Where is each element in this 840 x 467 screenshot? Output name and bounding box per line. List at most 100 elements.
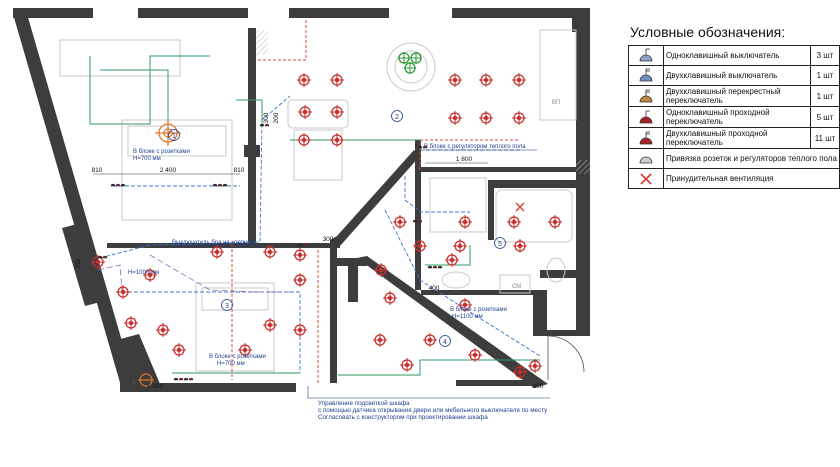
wiring-green	[89, 55, 540, 376]
room-number: 4	[443, 339, 447, 346]
dimension-label: 1 800	[456, 156, 473, 163]
pendant-light-icon	[404, 62, 416, 74]
legend-title: Условные обозначения:	[630, 24, 786, 40]
ceiling-light-icon	[297, 73, 311, 87]
wiring-purple	[97, 254, 290, 293]
switch-symbol	[178, 377, 184, 381]
switch-symbol	[437, 265, 443, 269]
note-line: Управление подсветкой шкафа	[318, 399, 410, 407]
two-key-pass-switch-icon	[628, 127, 664, 149]
ceiling-light-icon	[423, 333, 437, 347]
switch-symbol	[120, 183, 126, 187]
switch-symbol	[222, 183, 228, 187]
annotation: В блоке с розетками	[133, 149, 190, 155]
ceiling-light-icon	[143, 268, 157, 282]
switch-symbol	[183, 377, 189, 381]
ceiling-light-icon	[468, 348, 482, 362]
two-key-switch-icon	[628, 65, 664, 86]
ceiling-light-icon	[453, 239, 467, 253]
ceiling-light-icon	[458, 298, 472, 312]
ventilation-cross-icon	[515, 202, 525, 212]
socket-binding-icon	[628, 148, 664, 169]
ceiling-light-icon	[330, 133, 344, 147]
shaft-hatch	[256, 30, 268, 55]
switch-symbol	[102, 255, 108, 259]
ceiling-light-icon	[507, 215, 521, 229]
ceiling-light-icon	[448, 73, 462, 87]
switch-symbol	[217, 183, 223, 187]
ceiling-light-icon	[383, 291, 397, 305]
one-key-switch-icon	[628, 45, 664, 66]
dimension-label: 810	[234, 167, 245, 174]
dimension-labels: 810 2 400 810 1 800 400 1 100 200 300 30…	[75, 112, 544, 390]
furniture	[59, 29, 577, 372]
ceiling-light-icon	[263, 318, 277, 332]
ceiling-light-icon	[512, 73, 526, 87]
switch-symbol	[173, 377, 179, 381]
dimension-label: 400	[429, 285, 440, 292]
room-number: 2	[395, 114, 399, 121]
legend-row: Принудительная вентиляция	[628, 168, 840, 189]
room-numbers	[168, 110, 506, 347]
dimension-label: 1 100	[147, 383, 164, 390]
room-number: 5	[498, 241, 502, 248]
pendant-light-icon	[410, 52, 422, 64]
ceiling-light-icon	[293, 323, 307, 337]
pendant-lights-green	[398, 52, 422, 74]
ceiling-light-icon	[393, 215, 407, 229]
ceiling-light-icon	[548, 215, 562, 229]
ceiling-light-icon	[448, 111, 462, 125]
ceiling-light-icon	[513, 239, 527, 253]
ceiling-light-icon	[513, 365, 527, 379]
switch-symbol	[297, 243, 303, 247]
switch-symbol	[417, 145, 423, 149]
legend-row: Двухклавишный перекрестный переключатель…	[628, 85, 840, 107]
one-key-pass-switch-icon	[628, 106, 664, 128]
ceiling-light-icon	[458, 215, 472, 229]
legend-label: Одноклавишный проходной переключатель	[663, 106, 811, 128]
switch-symbol	[188, 377, 194, 381]
wiring-blue	[99, 95, 541, 373]
pendant-lamp-icon	[155, 120, 181, 146]
legend-count: 11 шт	[810, 127, 840, 149]
pendant-lamp-icon	[138, 373, 154, 387]
dimension-label: 200	[533, 383, 544, 390]
switch-symbol	[264, 123, 270, 127]
note-line: Согласовать с конструктором при проектир…	[318, 414, 488, 421]
walls	[13, 8, 590, 392]
floor-plan: 1 2 3 4 5 810 2 400 810 1 800 400 1 100 …	[13, 8, 590, 421]
ceiling-light-icon	[445, 253, 459, 267]
annotation: СМ	[512, 284, 521, 290]
ceiling-light-icon	[479, 73, 493, 87]
ceiling-light-icon	[238, 343, 252, 357]
legend-label: Двухклавишный выключатель	[663, 65, 811, 86]
annotation: ВП	[552, 100, 560, 106]
ventilation-cross-icon	[628, 168, 664, 189]
annotation: В блоке с розетками	[450, 307, 507, 313]
annotation: Выключатель бра на корпусе	[172, 240, 254, 246]
switch-symbol	[110, 183, 116, 187]
legend-row: Привязка розеток и регуляторов теплого п…	[628, 148, 840, 169]
annotation: В блоке с регулятором теплого пола	[424, 144, 526, 150]
dimension-lines	[93, 162, 488, 391]
switch-symbol	[422, 145, 428, 149]
ceiling-light-icon	[297, 133, 311, 147]
switch-symbol	[427, 265, 433, 269]
room-number: 1	[172, 133, 176, 140]
light-fixtures	[91, 73, 562, 379]
ceiling-light-icon	[293, 273, 307, 287]
ceiling-light-icon	[330, 105, 344, 119]
dimension-label: 200	[273, 112, 280, 123]
dimension-label: 700	[75, 258, 82, 269]
wiring-red	[231, 20, 520, 385]
ceiling-light-icon	[512, 111, 526, 125]
switch-symbol	[302, 243, 308, 247]
ceiling-light-icon	[374, 263, 388, 277]
legend-label: Принудительная вентиляция	[663, 168, 840, 189]
ceiling-light-icon	[400, 358, 414, 372]
ceiling-light-icon	[373, 333, 387, 347]
